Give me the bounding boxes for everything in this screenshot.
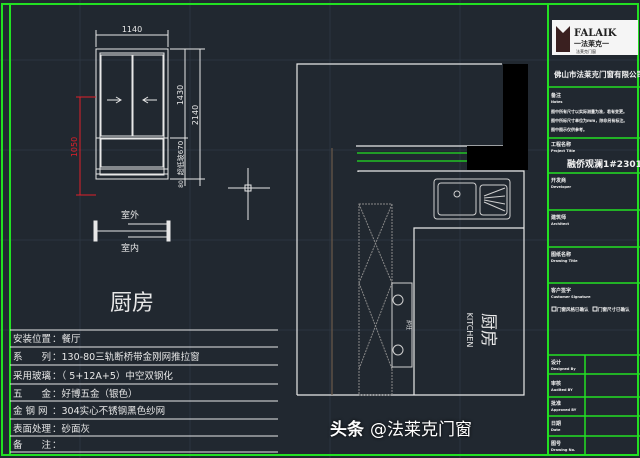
outside-label: 室外 bbox=[121, 209, 139, 221]
width-dimension: 1140 bbox=[122, 25, 142, 34]
company-name: 佛山市法莱克门窗有限公司 bbox=[553, 69, 640, 79]
architect-heading-en: Architect bbox=[551, 222, 569, 226]
drawing-frame bbox=[9, 3, 549, 456]
spec-value-finish: ：砂面灰 bbox=[52, 423, 90, 435]
slide-arrow-left-icon bbox=[142, 96, 157, 104]
room-title: 厨房 bbox=[110, 291, 154, 316]
drawing-no-heading: 图号 bbox=[551, 440, 561, 447]
plan-room-name-en: KITCHEN bbox=[465, 313, 474, 348]
size-confirmed-label: 门窗尺寸已确认 bbox=[598, 306, 630, 313]
plan-room-name: 厨房 bbox=[478, 313, 498, 347]
project-title-value: 融侨观澜1#2301 bbox=[567, 158, 640, 170]
window-elevation bbox=[95, 30, 205, 186]
tall-cabinet bbox=[358, 203, 393, 396]
date-heading: 日期 bbox=[551, 420, 561, 427]
size-confirmed-checkbox[interactable] bbox=[592, 306, 598, 312]
spec-label-finish: 表面处理 bbox=[13, 423, 52, 435]
spec-label-glass: 采用玻璃 bbox=[13, 370, 51, 382]
spec-label-series: 系 列 bbox=[13, 351, 51, 363]
drawing-title-heading: 图纸名称 bbox=[551, 251, 571, 258]
customer-signature-heading-en: Customer Signature bbox=[551, 295, 591, 299]
watermark-account: @法莱克门窗 bbox=[370, 420, 472, 440]
spec-label-mesh: 金 钢 网 bbox=[13, 405, 48, 417]
spec-value-series: ：130-80三轨断桥带金刚网推拉窗 bbox=[52, 351, 200, 363]
spec-value-remarks: ： bbox=[52, 440, 62, 451]
wall-column bbox=[467, 64, 528, 170]
spec-label-location: 安装位置 bbox=[13, 333, 51, 345]
date-heading-en: Date bbox=[551, 428, 561, 432]
logo-text: FALAIK bbox=[574, 28, 617, 39]
note-3: 图中图示仅供参考。 bbox=[551, 126, 587, 132]
cursor-crosshair-icon bbox=[228, 168, 270, 220]
stove-icon bbox=[391, 282, 413, 368]
style-confirmed-label: 门窗风格已确认 bbox=[557, 306, 589, 313]
stove-label: 炉灶 bbox=[405, 320, 412, 330]
customer-signature-heading: 客户签字 bbox=[550, 287, 571, 294]
spec-table-grid bbox=[10, 329, 278, 453]
spec-value-location: ：餐厅 bbox=[52, 333, 81, 345]
upper-height-dimension: 1430 bbox=[176, 85, 185, 105]
sill-height-dimension bbox=[76, 96, 96, 196]
drawing-no-heading-en: Drawing No. bbox=[551, 448, 575, 452]
sink-icon bbox=[433, 178, 511, 220]
note-1: 图中所有尺寸以实际测量为准，若有变更。 bbox=[551, 108, 627, 114]
style-confirmed-checkbox[interactable] bbox=[551, 306, 557, 312]
logo-emblem-icon bbox=[556, 26, 570, 52]
slide-arrow-right-icon bbox=[107, 96, 122, 104]
drawing-title-heading-en: Drawing Title bbox=[551, 259, 578, 263]
approved-by-heading: 批准 bbox=[551, 400, 561, 407]
logo-sub: 法莱克门窗 bbox=[576, 48, 596, 54]
window-opening bbox=[357, 152, 467, 162]
spec-value-glass: ：（ 5+12A+5）中空双钢化 bbox=[52, 370, 173, 382]
spec-label-hardware: 五 金 bbox=[13, 388, 52, 400]
spec-label-remarks: 备 注 bbox=[13, 439, 52, 451]
developer-heading-en: Developer bbox=[551, 185, 571, 189]
audited-by-heading: 审核 bbox=[551, 380, 561, 387]
developer-heading: 开发商 bbox=[551, 177, 566, 184]
approved-by-heading-en: Approved BY bbox=[551, 408, 577, 412]
designed-by-heading-en: Designed By bbox=[551, 367, 576, 371]
logo-cn: 一法莱克一 bbox=[574, 39, 609, 48]
watermark: 头条 @法莱克门窗 bbox=[330, 420, 472, 440]
spec-value-mesh: ：304实心不锈钢黑色纱网 bbox=[52, 405, 165, 417]
project-heading: 工程名称 bbox=[551, 141, 571, 148]
project-heading-en: Project Title bbox=[551, 149, 576, 153]
watermark-platform: 头条 bbox=[330, 420, 364, 440]
spec-value-hardware: ：好博五金（银色） bbox=[52, 388, 138, 400]
total-height-dimension: 2140 bbox=[191, 105, 200, 125]
notes-heading-en: Notes bbox=[551, 100, 562, 104]
title-block-grid bbox=[548, 86, 640, 455]
kitchen-floor-plan bbox=[296, 63, 525, 396]
inside-label: 室内 bbox=[121, 242, 139, 254]
designed-by-heading: 设计 bbox=[551, 359, 561, 366]
base-dimension: 80 bbox=[178, 180, 185, 188]
notes-heading: 备注 bbox=[550, 92, 561, 99]
audited-by-heading-en: Audited BY bbox=[551, 388, 573, 392]
architect-heading: 建筑师 bbox=[550, 214, 566, 221]
window-section bbox=[93, 220, 171, 242]
lower-height-dimension: 超低玻670 bbox=[176, 141, 185, 175]
note-2: 图中所标尺寸单位为mm，除非另有标注。 bbox=[551, 117, 627, 123]
sill-dimension: 1050 bbox=[70, 137, 79, 157]
